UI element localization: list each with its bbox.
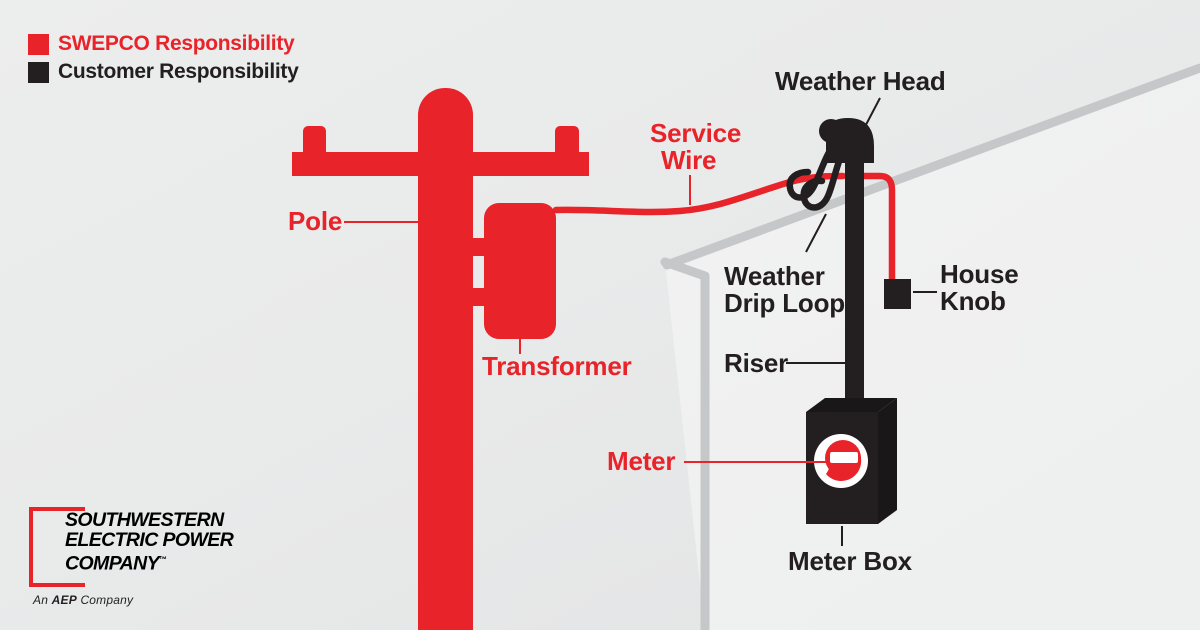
leader-weather-drip-loop	[805, 213, 827, 253]
drip-loop-strand-outer	[786, 136, 842, 201]
logo-tagline-pre: An	[33, 593, 52, 607]
black-square-swatch-icon	[28, 61, 49, 83]
label-transformer: Transformer	[482, 351, 632, 381]
utility-pole-group	[292, 88, 589, 630]
pole-shaft-base	[418, 130, 473, 630]
logo-line-3-wrap: COMPANY™	[65, 550, 275, 574]
riser	[845, 150, 864, 412]
logo-line-2: ELECTRIC POWER	[65, 528, 234, 551]
drip-loop-strand-inner	[800, 142, 849, 211]
service-wire	[552, 172, 847, 216]
logo-wordmark: SOUTHWESTERN ELECTRIC POWER COMPANY™	[65, 509, 275, 574]
logo-bracket-icon	[29, 507, 85, 587]
legend-label-swepco: SWEPCO Responsibility	[58, 32, 295, 55]
logo-tagline: An AEP Company	[33, 593, 133, 607]
meter-box	[806, 398, 897, 524]
label-house-knob-line1: House	[940, 259, 1019, 289]
meter-dial-tail	[828, 463, 840, 481]
crossarm-post-right	[555, 126, 579, 158]
logo-tagline-brand: AEP	[51, 593, 77, 607]
logo-line-3: COMPANY	[65, 552, 160, 575]
transformer	[484, 203, 556, 339]
house-roof-line	[662, 63, 1200, 270]
logo-tagline-post: Company	[76, 593, 134, 607]
legend-label-customer: Customer Responsibility	[58, 60, 299, 83]
logo-trademark-icon: ™	[159, 555, 167, 564]
house-outline	[660, 63, 1200, 630]
logo-line-1: SOUTHWESTERN	[65, 509, 224, 531]
label-house-knob-line2: Knob	[940, 286, 1006, 316]
label-riser: Riser	[724, 348, 789, 378]
label-weather-drip-loop-line2: Drip Loop	[724, 288, 845, 318]
meter-box-side	[878, 398, 897, 524]
label-weather-drip-loop-line1: Weather	[724, 261, 825, 291]
legend-item-swepco: SWEPCO Responsibility	[28, 30, 298, 58]
label-service-wire-line1: Service	[650, 118, 742, 148]
label-service-wire-line2: Wire	[661, 145, 717, 175]
house-fill	[665, 63, 1200, 630]
swepco-logo: SOUTHWESTERN ELECTRIC POWER COMPANY™ An …	[29, 505, 269, 610]
label-pole: Pole	[288, 206, 343, 236]
leader-weather-head	[857, 97, 881, 141]
label-weather-head: Weather Head	[775, 66, 946, 96]
legend-item-customer: Customer Responsibility	[28, 58, 299, 86]
weather-drip-loop	[786, 136, 849, 211]
house-knob	[884, 279, 911, 309]
crossarm-post-left	[303, 126, 326, 158]
red-square-swatch-icon	[28, 33, 49, 55]
label-meter-box: Meter Box	[788, 546, 912, 576]
legend: SWEPCO Responsibility Customer Responsib…	[28, 30, 299, 86]
service-wire-to-house-knob	[862, 172, 896, 281]
label-meter: Meter	[607, 446, 676, 476]
house-eave-corner	[660, 257, 710, 630]
meter-dial-bar	[830, 452, 858, 463]
meter-box-top	[806, 398, 897, 412]
